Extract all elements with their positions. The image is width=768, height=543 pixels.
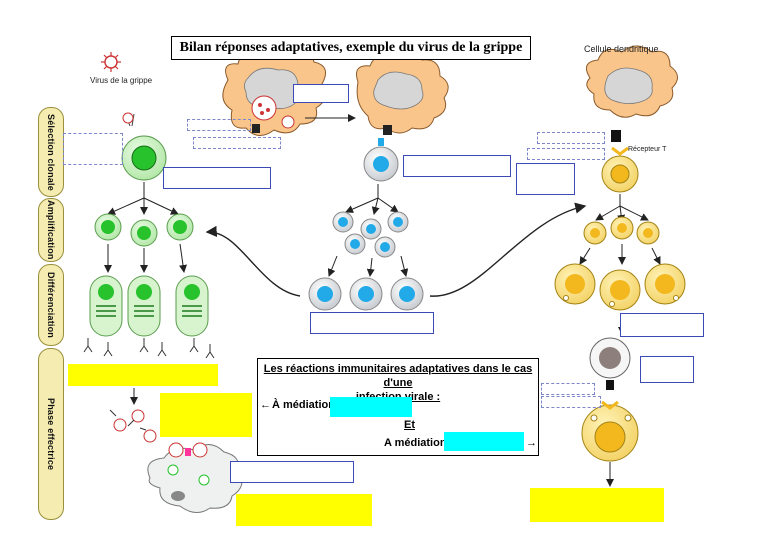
mediation-row-1: À médiation [272,399,335,411]
virus-antibody-complexes [109,409,157,443]
stage-amplification: Amplification [38,198,64,262]
highlight-box[interactable] [68,364,218,386]
b-cell-selected [121,112,167,181]
arrow-right: → [526,437,537,449]
answer-box[interactable] [640,356,694,383]
t8-effector-cell [581,400,639,462]
b-cells-amplified [94,213,194,247]
answer-box-dashed[interactable] [527,148,605,160]
dendritic-cell-left [222,45,327,136]
answer-box-dashed[interactable] [187,119,251,131]
arrow-to-t8-cells [429,202,587,297]
virus-label: Virus de la grippe [90,76,153,85]
arrow-to-b-cells [205,225,301,297]
summary-box: Les réactions immunitaires adaptatives d… [257,358,539,456]
dendritic-cell-label: Cellule dendritique [584,44,659,54]
stage-clonal-selection: Sélection clonale [38,107,64,197]
stage-label: Différenciation [46,271,56,338]
stage-effector-phase: Phase effectrice [38,348,64,520]
t4-cells-amplified [332,211,409,258]
t8-cells-amplified [583,216,660,245]
summary-heading-line1: Les réactions immunitaires adaptatives d… [263,363,533,389]
answer-box-dashed[interactable] [541,396,601,408]
answer-box[interactable] [163,167,271,189]
stage-label: Phase effectrice [46,397,56,471]
infected-cell [589,337,631,390]
answer-box[interactable] [516,163,575,195]
t8-cell-selected [601,146,639,193]
diagram-title: Bilan réponses adaptatives, exemple du v… [171,36,531,60]
answer-box-dashed[interactable] [541,383,595,395]
dendritic-cell-right [585,45,678,142]
stage-label: Amplification [46,200,56,260]
stage-differentiation: Différenciation [38,264,64,346]
virus-icon [101,52,121,72]
plasma-cells [89,275,209,337]
mediation-answer-1[interactable] [330,397,412,417]
highlight-box[interactable] [160,393,252,437]
arrow-left: ← [260,399,271,411]
conjunction: Et [404,419,415,431]
cytotoxic-t-cells [554,263,686,311]
answer-box[interactable] [403,155,511,177]
mediation-row-2: A médiation [384,437,447,449]
answer-box-dashed[interactable] [193,137,281,149]
receptor-t-label: Récepteur T [628,146,667,153]
answer-box[interactable] [310,312,434,334]
answer-box[interactable] [230,461,354,483]
highlight-box[interactable] [530,488,664,522]
antibodies [83,338,215,359]
answer-box-dashed[interactable] [63,133,123,165]
answer-box[interactable] [620,313,704,337]
t4-helper-cells [308,277,424,311]
answer-box[interactable] [293,84,349,103]
stage-label: Sélection clonale [46,113,56,191]
phagocyte [147,442,243,513]
answer-box-dashed[interactable] [537,132,605,144]
dendritic-cell-center [356,52,449,135]
highlight-box[interactable] [236,494,372,526]
t4-cell-selected [363,138,399,182]
mediation-answer-2[interactable] [444,432,524,451]
